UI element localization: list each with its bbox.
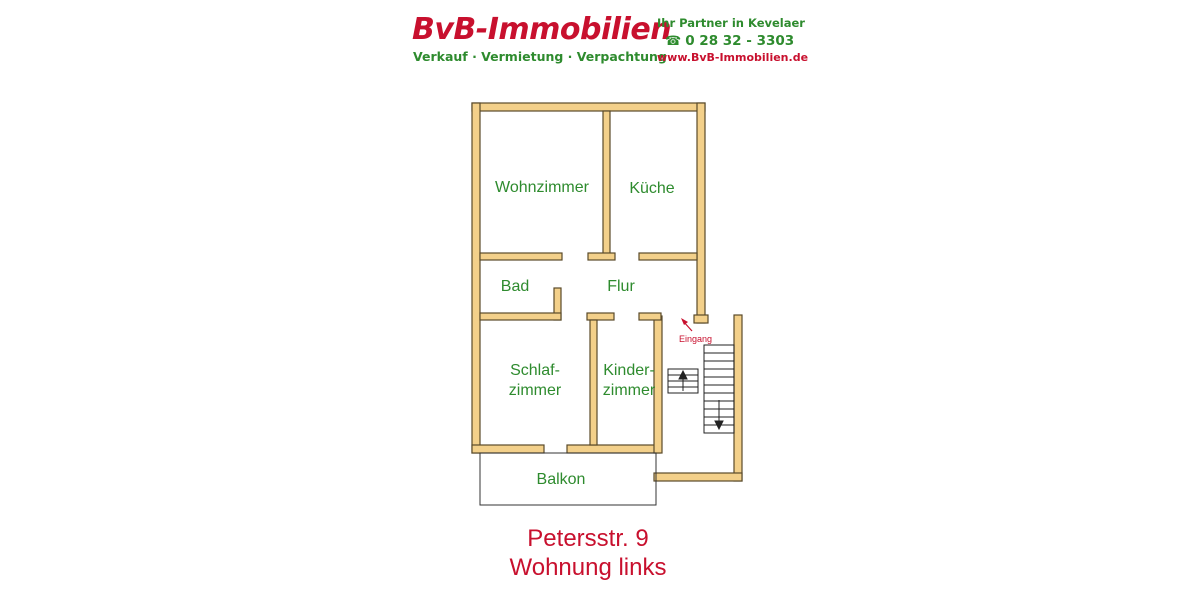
tagline: Ihr Partner in Kevelaer <box>657 16 805 30</box>
wall-wohnzimmer-kueche <box>602 110 611 259</box>
wall-bad-bottom <box>479 312 562 321</box>
stairwell-wall-bottom <box>653 472 743 482</box>
room-label-flur: Flur <box>607 278 635 295</box>
wall-wohnzimmer-bottom <box>479 252 563 261</box>
wall-flur-bottom-mid <box>586 312 615 321</box>
services-text: Verkauf · Vermietung · Verpachtung <box>413 49 667 64</box>
room-label-kinderzimmer-2: zimmer <box>603 382 656 399</box>
stairs-up-arrow-icon <box>678 369 688 380</box>
header: BvB-Immobilien Verkauf · Vermietung · Ve… <box>412 12 808 72</box>
wall-bottom-right <box>566 444 661 454</box>
phone-icon: ☎ <box>665 34 682 49</box>
stairwell-wall-right <box>733 314 743 482</box>
wall-bottom-left <box>471 444 545 454</box>
phone-number[interactable]: ☎0 28 32 - 3303 <box>665 33 794 49</box>
entrance-label: Eingang <box>679 334 712 344</box>
stairs-main <box>703 344 735 434</box>
brand-logo[interactable]: BvB-Immobilien <box>412 12 672 47</box>
balcony <box>479 452 657 506</box>
website-link[interactable]: www.BvB-Immobilien.de <box>657 51 809 64</box>
entrance-marker: Eingang <box>679 318 712 344</box>
stairs <box>667 344 735 434</box>
room-label-schlafzimmer-1: Schlaf- <box>510 362 560 379</box>
address-block: Petersstr. 9 Wohnung links <box>420 524 756 582</box>
wall-flur-bottom-right <box>638 312 662 321</box>
wall-left <box>471 102 481 454</box>
phone-number-text: 0 28 32 - 3303 <box>685 33 795 49</box>
entrance-arrow-icon <box>681 318 688 325</box>
room-label-wohnzimmer: Wohnzimmer <box>495 179 590 196</box>
address-unit: Wohnung links <box>509 554 667 581</box>
room-label-balkon: Balkon <box>537 471 586 488</box>
address-street: Petersstr. 9 <box>527 525 649 552</box>
wall-wohnzimmer-door-stub <box>587 252 616 261</box>
room-label-kueche: Küche <box>629 180 674 197</box>
wall-schlaf-kinder <box>589 319 598 446</box>
stairs-down-arrow-icon <box>714 420 724 431</box>
walls <box>471 102 743 482</box>
room-label-kinderzimmer-1: Kinder- <box>603 362 655 379</box>
room-label-schlafzimmer-2: zimmer <box>509 382 562 399</box>
wall-kueche-bottom <box>638 252 698 261</box>
wall-entrance-stub <box>693 314 709 324</box>
wall-right-upper <box>696 102 706 324</box>
room-labels: Wohnzimmer Küche Bad Flur Schlaf- zimmer… <box>495 179 675 488</box>
room-label-bad: Bad <box>501 278 529 295</box>
wall-top <box>471 102 706 112</box>
